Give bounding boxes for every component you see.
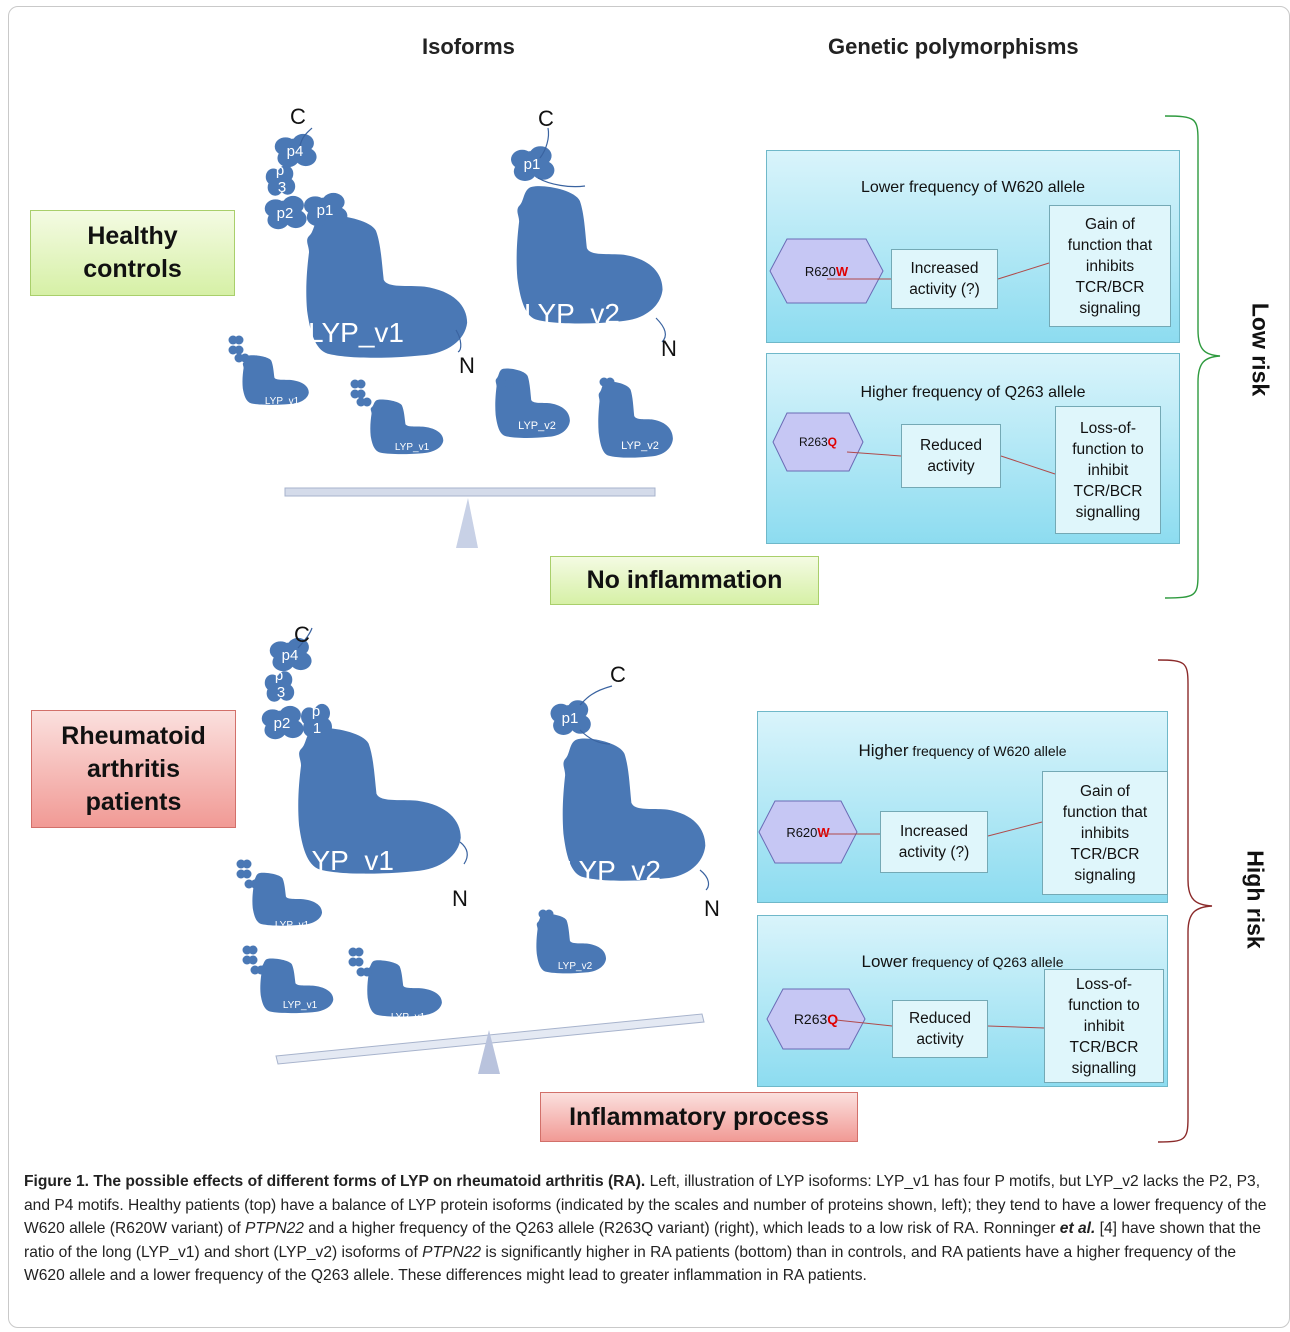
inflammatory-process-label: Inflammatory process [569, 1102, 829, 1131]
panel-title: Higher frequency of W620 allele [758, 741, 1167, 761]
caption-text: and a higher frequency of the Q263 allel… [303, 1220, 1060, 1237]
small-lyp-v1-label: LYP_v1 [275, 920, 310, 931]
no-inflammation-box: No inflammation [550, 556, 819, 605]
p1-label: 1 [313, 720, 321, 737]
healthy-controls-box: Healthy controls [30, 210, 235, 296]
small-lyp-v2-label: LYP_v2 [621, 440, 659, 452]
panel-title: Higher frequency of Q263 allele [860, 384, 1086, 401]
figure-caption: Figure 1. The possible effects of differ… [24, 1170, 1272, 1288]
gene-name: PTPN22 [422, 1243, 482, 1261]
small-lyp-v2-label: LYP_v2 [558, 961, 593, 972]
p1-label: p1 [562, 710, 579, 727]
p4-label: p4 [282, 647, 299, 664]
variant-aa: Q [827, 435, 838, 449]
citation-etal: et al. [1059, 1220, 1096, 1237]
p2-label: p2 [277, 205, 294, 222]
n-terminus-label: N [661, 336, 677, 361]
small-lyp-v1-label: LYP_v1 [395, 442, 430, 453]
gain-of-function-box: Gain of function that inhibits TCR/BCR s… [1042, 771, 1168, 895]
ra-patients-box: Rheumatoid arthritis patients [31, 710, 236, 828]
n-terminus-label: N [452, 886, 468, 911]
inflammatory-process-box: Inflammatory process [540, 1092, 858, 1142]
balance-scale-level [284, 487, 656, 548]
hexagon-r263q [766, 988, 866, 1050]
p3-label: p [275, 667, 283, 684]
healthy-controls-label: Healthy controls [83, 222, 182, 283]
reduced-activity-box: Reduced activity [892, 1000, 988, 1058]
caption-text: Left, illustration of LYP isoforms: LYP_… [24, 1173, 1267, 1237]
p3-label: 3 [278, 179, 286, 196]
lyp-v1-label: LYP_v1 [308, 317, 404, 348]
gene-name: PTPN22 [245, 1220, 304, 1237]
n-terminus-label: N [704, 896, 720, 921]
high-risk-bracket [1157, 659, 1213, 1143]
increased-activity-box: Increased activity (?) [891, 249, 998, 309]
small-lyp-v1 [348, 947, 442, 1017]
variant-prefix: R263 [793, 1011, 828, 1027]
panel-title-emphasis: Lower [861, 952, 908, 971]
small-lyp-v1-label: LYP_v1 [283, 1000, 318, 1011]
c-terminus-label: C [290, 104, 306, 129]
n-terminus-label: N [459, 353, 475, 378]
variant-prefix: R263 [798, 435, 828, 449]
gain-of-function-box: Gain of function that inhibits TCR/BCR s… [1049, 205, 1171, 327]
low-risk-label: Low risk [1247, 302, 1274, 397]
variant-prefix: R620 [786, 824, 818, 840]
no-inflammation-label: No inflammation [586, 566, 783, 594]
ra-patients-label: Rheumatoid arthritis patients [61, 721, 206, 816]
p4-label: p4 [287, 143, 304, 160]
lyp-v2-label: LYP_v2 [524, 298, 620, 329]
hexagon-r263q [772, 412, 864, 472]
loss-of-function-box: Loss-of-function to inhibit TCR/BCR sign… [1044, 969, 1164, 1083]
c-terminus-label: C [610, 662, 626, 687]
hexagon-r620w [769, 238, 884, 304]
increased-activity-box: Increased activity (?) [880, 811, 988, 873]
caption-text: [4] have shown that the ratio of the lon… [24, 1220, 1261, 1261]
isoform-illustration: p4 p 3 p2 p1 p1 p4 p 3 p2 p 1 p1 LYP_v1 … [228, 104, 1221, 1143]
c-terminus-label: C [294, 622, 310, 647]
small-lyp-v1-label: LYP_v1 [391, 1012, 426, 1023]
p1-label: p1 [317, 202, 334, 219]
loss-of-function-box: Loss-of-function to inhibit TCR/BCR sign… [1055, 406, 1161, 534]
variant-aa: W [835, 263, 849, 279]
p3-label: 3 [277, 684, 285, 701]
high-risk-label: High risk [1242, 850, 1269, 949]
small-lyp-v1 [228, 335, 309, 405]
genetic-polymorphisms-header: Genetic polymorphisms [828, 34, 1079, 59]
reduced-activity-box: Reduced activity [901, 424, 1001, 488]
caption-text: is significantly higher in RA patients (… [24, 1243, 1237, 1285]
caption-title: Figure 1. The possible effects of differ… [24, 1173, 646, 1190]
lyp-v2-label: LYP_v2 [565, 855, 661, 886]
isoforms-header: Isoforms [422, 34, 515, 59]
variant-aa: W [817, 824, 830, 840]
lyp-v1-label: LYP_v1 [298, 845, 394, 876]
p3-label: p [276, 162, 284, 179]
low-risk-bracket [1164, 115, 1221, 599]
p1-label: p [312, 703, 320, 720]
variant-prefix: R620 [804, 263, 836, 279]
panel-title: Lower frequency of Q263 allele [758, 952, 1167, 972]
small-lyp-v2-label: LYP_v2 [518, 420, 556, 432]
p1-label: p1 [524, 156, 541, 173]
hexagon-r620w [758, 800, 858, 864]
panel-title: Lower frequency of W620 allele [860, 179, 1086, 196]
p2-label: p2 [274, 715, 291, 732]
panel-title-rest: frequency of W620 allele [908, 743, 1067, 759]
small-lyp-v1-label: LYP_v1 [265, 396, 300, 407]
panel-title-rest: frequency of Q263 allele [907, 954, 1064, 970]
balance-scale-tilted [275, 1013, 705, 1074]
variant-aa: Q [827, 1011, 839, 1027]
c-terminus-label: C [538, 106, 554, 131]
panel-title-emphasis: Higher [858, 741, 909, 760]
